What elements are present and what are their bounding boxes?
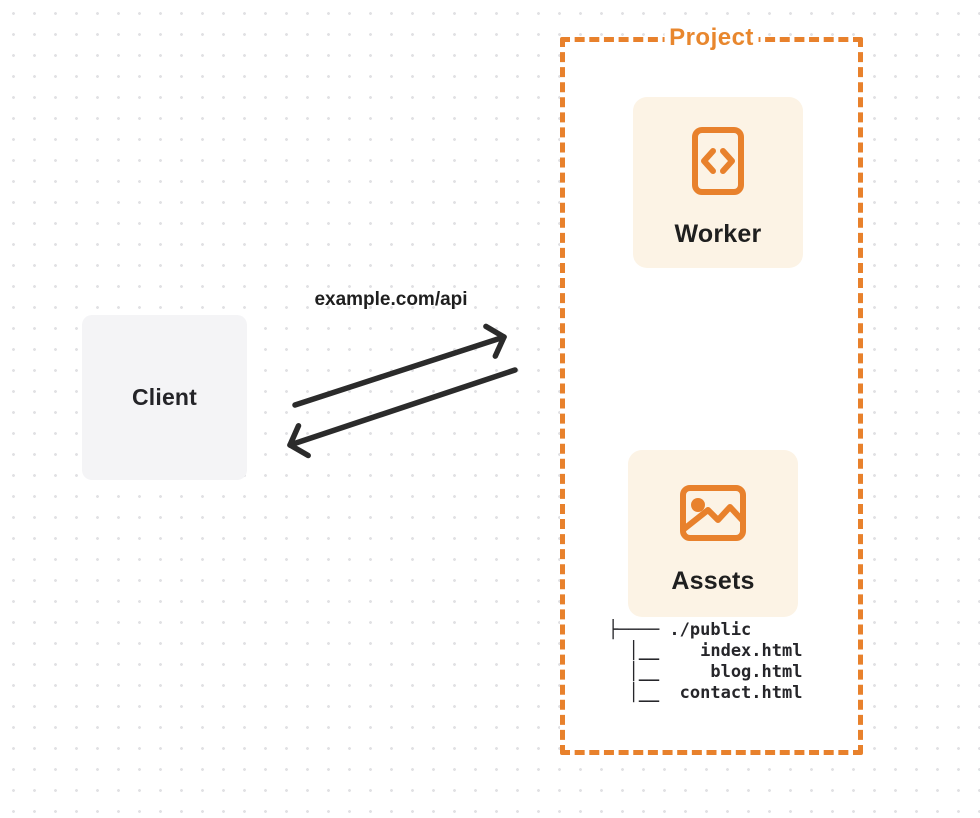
client-label: Client xyxy=(131,384,198,410)
worker-label: Worker xyxy=(674,220,762,248)
file-tree-line: ├──── ./public xyxy=(608,620,752,640)
file-tree-line: │__ contact.html xyxy=(608,683,803,703)
assets-node: Assets xyxy=(628,450,798,617)
file-tree-line: │__ blog.html xyxy=(608,662,803,682)
assets-label: Assets xyxy=(671,567,755,595)
client-node: Client xyxy=(82,315,247,480)
request-arrow-shaft xyxy=(292,334,507,408)
file-tree: ├──── ./public │__ index.html │__ blog.h… xyxy=(608,620,802,704)
file-tree-line: │__ index.html xyxy=(608,641,803,661)
worker-node: Worker xyxy=(633,97,803,268)
code-file-icon xyxy=(692,127,744,195)
project-boundary: Project Worker Assets ├──── ./public │__… xyxy=(560,23,863,755)
request-arrowhead xyxy=(483,323,507,359)
project-label: Project xyxy=(664,23,759,52)
response-arrow-shaft xyxy=(287,367,518,448)
response-arrowhead xyxy=(287,423,311,459)
request-url-label: example.com/api xyxy=(314,289,468,310)
image-icon xyxy=(680,485,746,541)
